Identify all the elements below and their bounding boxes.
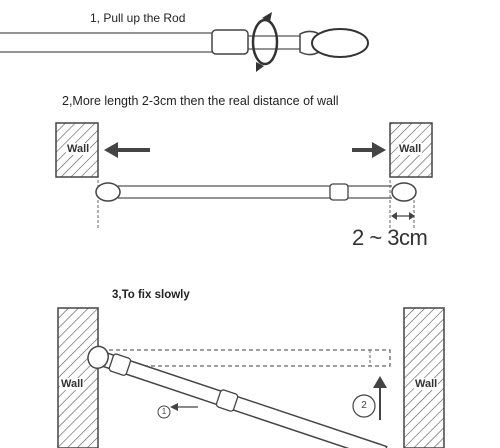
step-3-instruction: 3,To fix slowly	[112, 289, 190, 301]
step-1-circle	[157, 405, 171, 419]
step-1-arrowhead	[170, 403, 178, 411]
section-2-measure	[55, 122, 433, 230]
measure-arrow-right	[409, 212, 415, 220]
tilted-rod-left-cap	[87, 345, 109, 370]
section-3-fix	[57, 307, 445, 448]
rod-2-left-cap	[95, 182, 121, 202]
measure-arrow-left	[391, 212, 397, 220]
rod-end-cap	[311, 28, 369, 58]
tilted-rod	[87, 345, 388, 448]
right-wall-label: Wall	[398, 143, 423, 155]
measurement-label: 2 ~ 3cm	[352, 225, 428, 250]
tilted-rod-left-joint	[108, 353, 132, 376]
left-wall-label: Wall	[66, 143, 91, 155]
target-rod-position	[101, 349, 391, 367]
left-push-arrowhead	[104, 142, 118, 158]
right-wall-3-label: Wall	[414, 378, 439, 390]
rotation-arrowhead-bottom	[256, 62, 264, 72]
rod-joint-sleeve	[211, 29, 249, 55]
step-2-circle	[352, 394, 376, 418]
step-2-instruction: 2,More length 2-3cm then the real distan…	[62, 94, 339, 108]
tilted-rod-mid-joint	[215, 389, 239, 412]
rod-2-right-cap	[391, 182, 417, 202]
rotation-arrow-icon	[251, 18, 279, 66]
step-1-circle-label: 1	[161, 407, 167, 416]
step-2-circle-label: 2	[361, 400, 367, 411]
rod-2-joint	[329, 183, 349, 201]
rotation-arrowhead-top	[262, 12, 272, 22]
step-2-arrowhead	[373, 376, 387, 388]
right-push-arrowhead	[372, 142, 386, 158]
section-1-pull-rod	[0, 12, 369, 72]
left-wall-3-label: Wall	[60, 378, 85, 390]
step-1-instruction: 1, Pull up the Rod	[90, 11, 186, 25]
